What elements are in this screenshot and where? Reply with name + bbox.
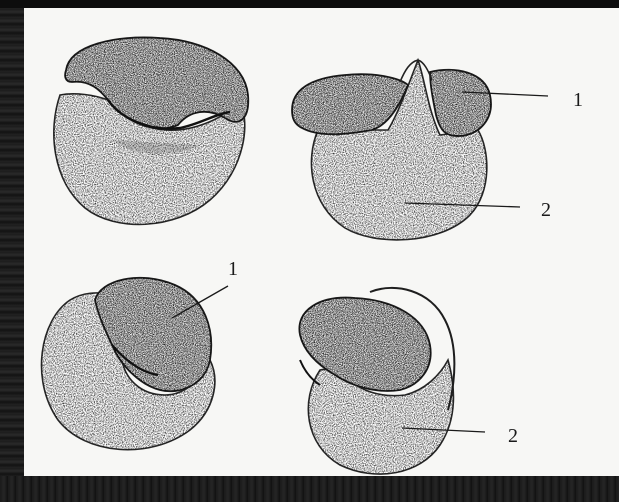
seed-top-right: 1 2	[292, 60, 583, 240]
label-1-bottom: 1	[228, 258, 238, 280]
label-2-bottom: 2	[508, 425, 518, 447]
seed-top-left	[54, 37, 248, 224]
label-1-top: 1	[573, 89, 583, 111]
label-2-top: 2	[541, 199, 551, 221]
seed-bottom-right: 2	[299, 288, 518, 474]
seed-bottom-left: 1	[41, 258, 238, 450]
